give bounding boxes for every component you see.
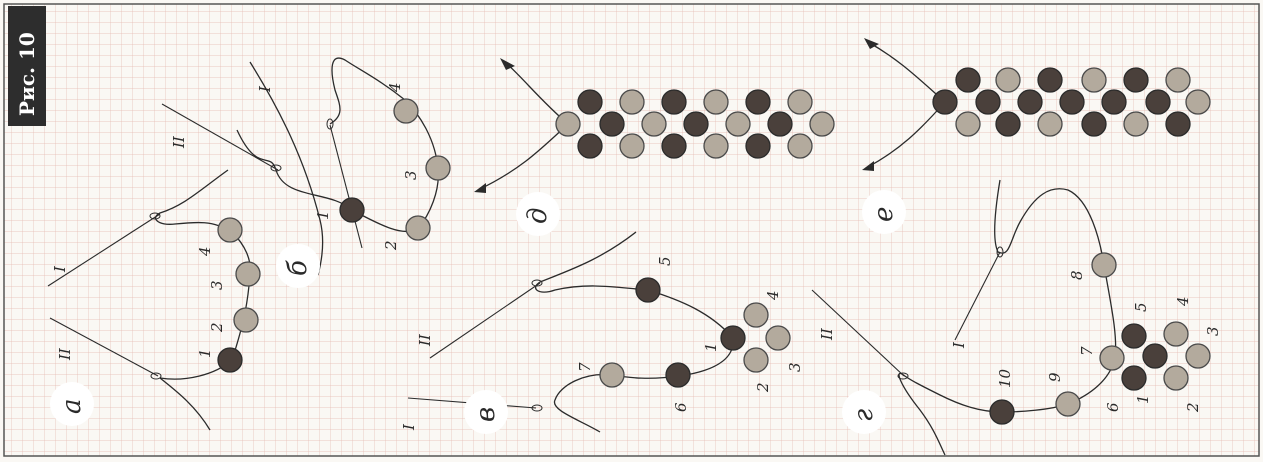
svg-text:а: а xyxy=(57,398,87,414)
svg-text:в: в xyxy=(471,407,501,422)
svg-text:1: 1 xyxy=(702,342,720,352)
bead-b2 xyxy=(406,216,430,240)
svg-text:6: 6 xyxy=(672,402,690,412)
svg-text:7: 7 xyxy=(576,362,594,372)
bead-g7 xyxy=(1100,346,1124,370)
svg-text:II: II xyxy=(170,135,188,149)
bead-g10 xyxy=(990,400,1014,424)
svg-text:9: 9 xyxy=(1046,372,1064,382)
bead-g4 xyxy=(1164,322,1188,346)
bead-a3 xyxy=(236,262,260,286)
svg-text:10: 10 xyxy=(996,368,1014,388)
svg-text:4: 4 xyxy=(386,82,404,93)
svg-text:3: 3 xyxy=(1204,326,1222,336)
svg-text:3: 3 xyxy=(208,280,226,290)
svg-text:1: 1 xyxy=(314,210,332,220)
svg-text:I: I xyxy=(256,85,274,93)
svg-text:6: 6 xyxy=(1104,402,1122,412)
svg-text:I: I xyxy=(950,341,968,349)
svg-text:5: 5 xyxy=(656,256,674,266)
bead-v2 xyxy=(744,348,768,372)
svg-text:2: 2 xyxy=(208,322,226,333)
svg-text:5: 5 xyxy=(1132,302,1150,312)
svg-text:е: е xyxy=(869,207,899,222)
figure-title: Рис. 10 xyxy=(8,6,46,126)
bead-b4 xyxy=(394,99,418,123)
bead-g2 xyxy=(1164,366,1188,390)
bead-g1 xyxy=(1122,366,1146,390)
svg-text:7: 7 xyxy=(1078,346,1096,356)
svg-text:II: II xyxy=(416,333,434,347)
bead-a4 xyxy=(218,218,242,242)
bead-v5 xyxy=(636,278,660,302)
svg-text:II: II xyxy=(56,347,74,361)
svg-text:8: 8 xyxy=(1068,270,1086,280)
bead-a2 xyxy=(234,308,258,332)
svg-text:2: 2 xyxy=(382,240,400,251)
svg-text:1: 1 xyxy=(1134,394,1152,404)
svg-text:Рис. 10: Рис. 10 xyxy=(15,32,39,116)
svg-text:2: 2 xyxy=(1184,402,1202,413)
bead-g5 xyxy=(1122,324,1146,348)
bead-b1 xyxy=(340,198,364,222)
svg-text:2: 2 xyxy=(754,382,772,393)
bead-v1 xyxy=(721,326,745,350)
svg-text:I: I xyxy=(400,423,418,431)
bead-v4 xyxy=(744,303,768,327)
svg-text:I: I xyxy=(51,265,69,273)
svg-text:1: 1 xyxy=(196,348,214,358)
bead-g9 xyxy=(1056,392,1080,416)
bead-v6 xyxy=(666,363,690,387)
grid-paper xyxy=(4,4,1259,456)
bead-b3 xyxy=(426,156,450,180)
svg-text:II: II xyxy=(818,327,836,341)
svg-text:б: б xyxy=(283,260,313,276)
svg-text:4: 4 xyxy=(196,246,214,257)
bead-a1 xyxy=(218,348,242,372)
bead-g8 xyxy=(1092,253,1116,277)
svg-text:3: 3 xyxy=(402,170,420,180)
bead-v7 xyxy=(600,363,624,387)
svg-text:4: 4 xyxy=(1174,296,1192,307)
bead-v3 xyxy=(766,326,790,350)
svg-text:4: 4 xyxy=(764,290,782,301)
svg-text:д: д xyxy=(523,208,553,224)
bead-g3 xyxy=(1186,344,1210,368)
bead-g-mid xyxy=(1143,344,1167,368)
svg-text:3: 3 xyxy=(786,362,804,372)
svg-text:г: г xyxy=(849,409,879,422)
